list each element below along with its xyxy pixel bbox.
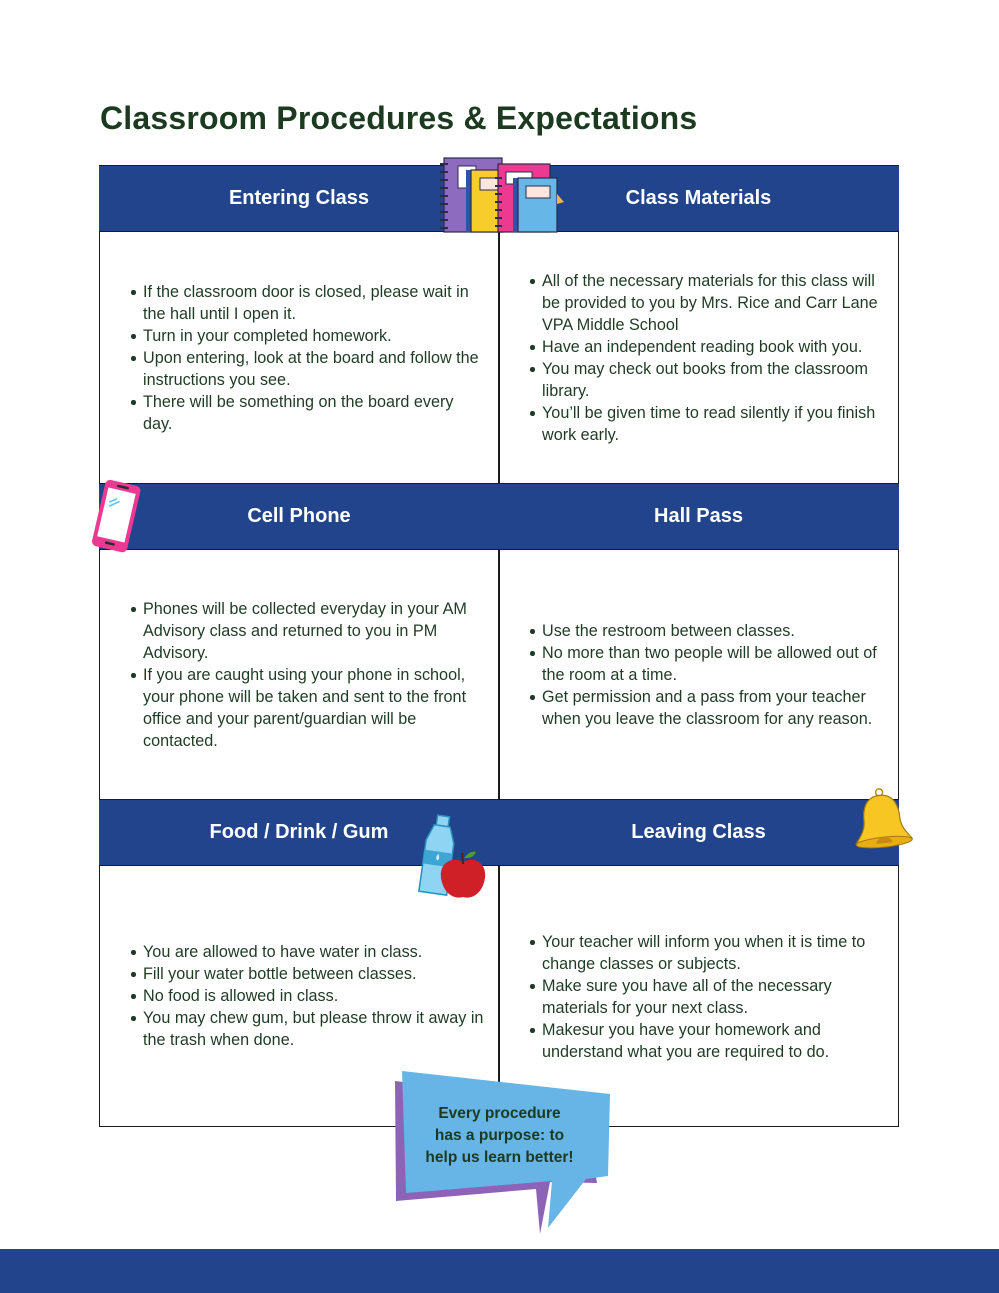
list-item: No food is allowed in class.: [131, 985, 499, 1007]
section-body-food-drink-gum: You are allowed to have water in class. …: [99, 866, 499, 1126]
section-heading: Entering Class: [228, 187, 370, 209]
page-title: Classroom Procedures & Expectations: [100, 100, 698, 136]
footer-band: [0, 1249, 999, 1293]
section-heading: Hall Pass: [654, 505, 743, 527]
section-heading: Class Materials: [625, 187, 772, 209]
callout-text: Every procedure has a purpose: to help u…: [425, 1105, 574, 1166]
section-heading: Leaving Class: [631, 821, 766, 843]
list-item: No more than two people will be allowed …: [530, 642, 899, 686]
list-item: Your teacher will inform you when it is …: [530, 931, 899, 975]
bullet-list: Phones will be collected everyday in you…: [99, 598, 499, 752]
bullet-list: You are allowed to have water in class. …: [99, 941, 499, 1051]
apple-icon: [440, 851, 486, 898]
bullet-list: Your teacher will inform you when it is …: [498, 931, 899, 1063]
list-item: Use the restroom between classes.: [530, 620, 899, 642]
list-item: Have an independent reading book with yo…: [530, 336, 899, 358]
section-body-leaving-class: Your teacher will inform you when it is …: [498, 866, 899, 1126]
bullet-list: All of the necessary materials for this …: [498, 270, 899, 446]
list-item: You may check out books from the classro…: [530, 358, 899, 402]
section-body-entering-class: If the classroom door is closed, please …: [99, 232, 499, 484]
section-body-cell-phone: Phones will be collected everyday in you…: [99, 550, 499, 800]
list-item: Fill your water bottle between classes.: [131, 963, 499, 985]
section-body-hall-pass: Use the restroom between classes. No mor…: [498, 550, 899, 800]
speech-bubble: [395, 1071, 610, 1234]
list-item: You are allowed to have water in class.: [131, 941, 499, 963]
bullet-list: If the classroom door is closed, please …: [99, 281, 499, 435]
cell-phone-icon: [92, 479, 141, 553]
bullet-list: Use the restroom between classes. No mor…: [498, 620, 899, 730]
section-header-cell-phone: Cell Phone: [99, 483, 499, 550]
grid-divider: [498, 165, 500, 1127]
list-item: Upon entering, look at the board and fol…: [131, 347, 499, 391]
list-item: Get permission and a pass from your teac…: [530, 686, 899, 730]
section-header-hall-pass: Hall Pass: [498, 483, 899, 550]
section-header-entering-class: Entering Class: [99, 165, 499, 232]
bell-icon: [855, 788, 914, 849]
list-item: If the classroom door is closed, please …: [131, 281, 499, 325]
section-heading: Food / Drink / Gum: [209, 821, 389, 843]
section-header-leaving-class: Leaving Class: [498, 799, 899, 866]
list-item: Make sure you have all of the necessary …: [530, 975, 899, 1019]
list-item: You may chew gum, but please throw it aw…: [131, 1007, 499, 1051]
list-item: There will be something on the board eve…: [131, 391, 499, 435]
list-item: All of the necessary materials for this …: [530, 270, 899, 336]
list-item: If you are caught using your phone in sc…: [131, 664, 499, 752]
list-item: You’ll be given time to read silently if…: [530, 402, 899, 446]
list-item: Makesur you have your homework and under…: [530, 1019, 899, 1063]
list-item: Turn in your completed homework.: [131, 325, 499, 347]
list-item: Phones will be collected everyday in you…: [131, 598, 499, 664]
section-header-class-materials: Class Materials: [498, 165, 899, 232]
section-body-class-materials: All of the necessary materials for this …: [498, 232, 899, 484]
notebooks-icon: [440, 157, 564, 233]
section-heading: Cell Phone: [247, 505, 351, 527]
